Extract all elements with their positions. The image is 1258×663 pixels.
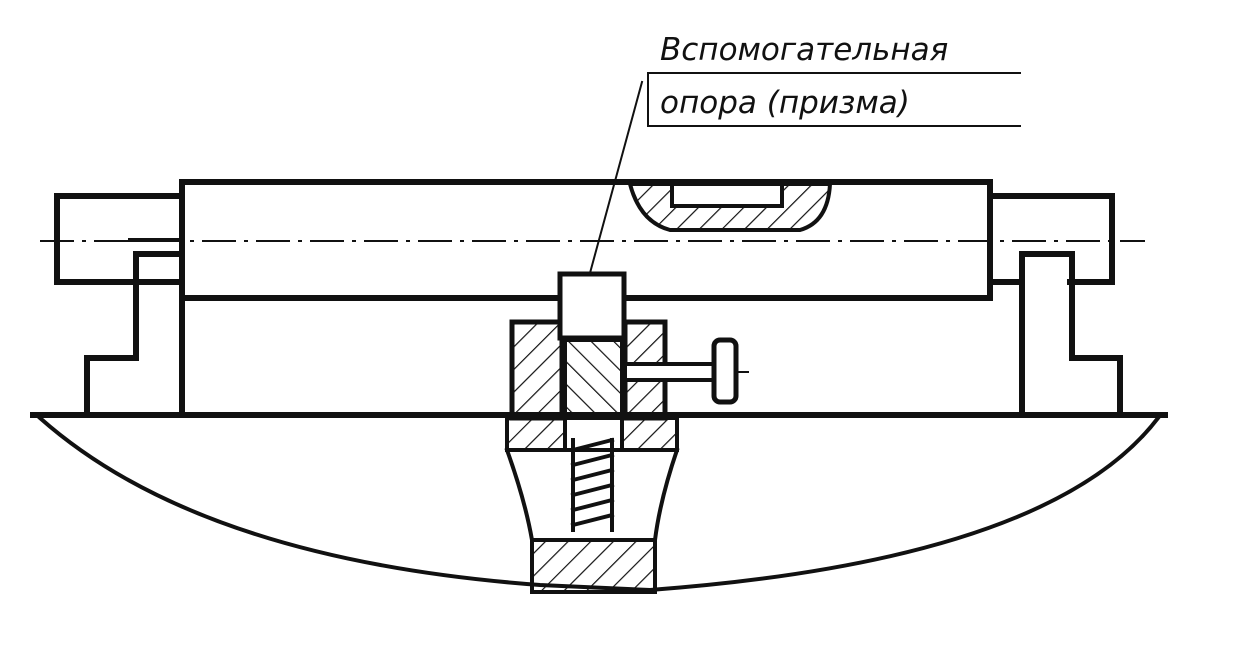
clamp-screw-head <box>711 337 739 405</box>
callout-line-1: Вспомогательная <box>660 32 948 68</box>
left-support <box>84 251 185 418</box>
shaft-left-end <box>54 193 185 285</box>
shaft-right-end <box>987 193 1115 285</box>
bore-left-wall <box>504 447 535 543</box>
plunger-section <box>563 338 624 422</box>
leader-line <box>582 80 644 297</box>
right-support <box>1019 251 1123 418</box>
callout: Вспомогательная опора (призма) <box>582 32 1021 297</box>
clamp-screw-shank <box>623 362 717 382</box>
housing-left <box>509 319 565 421</box>
callout-line-2: опора (призма) <box>660 85 910 121</box>
keyway-slot <box>670 182 784 208</box>
prism-head <box>557 271 627 341</box>
bore-right-wall <box>652 447 680 543</box>
spring <box>570 437 615 528</box>
auxiliary-support <box>504 271 749 594</box>
bottom-plug <box>530 538 657 594</box>
